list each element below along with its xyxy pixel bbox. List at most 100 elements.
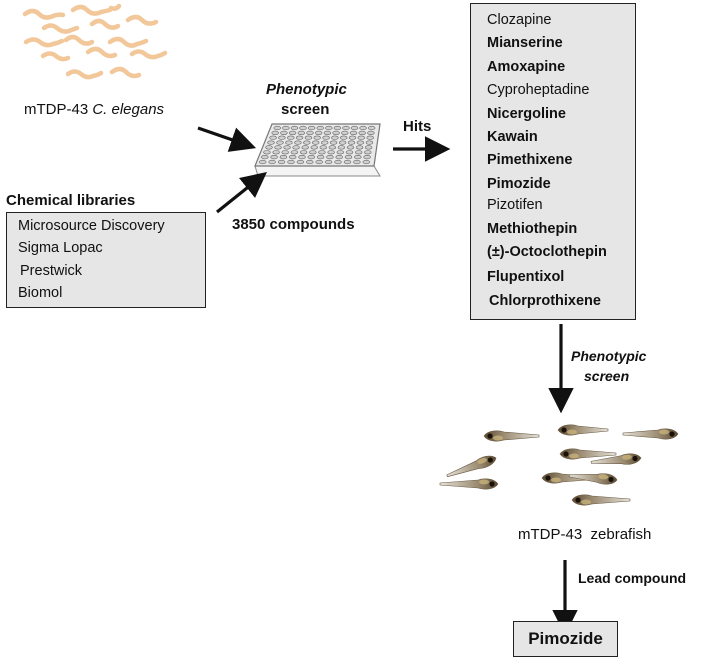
- plate-well: [341, 130, 349, 135]
- plate-well: [312, 140, 320, 145]
- plate-well: [347, 140, 356, 145]
- plate-well: [290, 150, 299, 155]
- plate-well: [279, 155, 288, 160]
- plate-well: [297, 130, 305, 135]
- plate-well: [292, 145, 300, 150]
- hit-item: Pimethixene: [487, 152, 573, 168]
- plate-well: [342, 125, 350, 131]
- plate-well: [315, 130, 323, 135]
- plate-well: [295, 135, 304, 140]
- plate-well: [324, 159, 333, 165]
- library-item: Microsource Discovery: [18, 218, 165, 234]
- plate-well: [296, 159, 305, 165]
- plate-well: [356, 140, 365, 145]
- hit-item: Chlorprothixene: [489, 293, 601, 309]
- plate-well: [282, 125, 290, 131]
- zebrafish-larva: [559, 448, 617, 460]
- plate-well: [274, 145, 282, 150]
- plate-well: [348, 135, 357, 140]
- library-item: Prestwick: [20, 263, 83, 279]
- plate-well: [269, 135, 277, 140]
- plate-well: [288, 130, 297, 135]
- plate-well: [319, 145, 327, 150]
- plate-well: [298, 155, 306, 160]
- plate-well: [309, 150, 317, 155]
- plate-well: [368, 125, 376, 131]
- hit-item: Clozapine: [487, 12, 552, 28]
- plate-well: [290, 125, 299, 131]
- plate-well: [267, 140, 275, 145]
- arrow-worms-to-plate: [197, 126, 257, 152]
- library-item: Biomol: [18, 285, 63, 301]
- plate-well: [346, 145, 355, 150]
- zebrafish-larva: [590, 453, 642, 465]
- plate-well: [367, 130, 375, 135]
- plate-well: [328, 145, 337, 150]
- plate-well: [270, 155, 278, 160]
- plate-well: [331, 135, 339, 140]
- plate-well: [357, 135, 365, 140]
- zebrafish-larva: [541, 472, 601, 484]
- plate-well: [344, 155, 353, 160]
- hits-box: Clozapine Mianserine Amoxapine Cyprohept…: [470, 3, 636, 320]
- plate-well: [315, 159, 323, 165]
- plate-well: [340, 135, 348, 140]
- plate-well: [353, 159, 361, 165]
- plate-well: [362, 159, 370, 165]
- plate-well: [306, 159, 314, 165]
- plate-well: [301, 145, 309, 150]
- plate-well: [273, 125, 281, 131]
- zebrafish-label: mTDP-43 zebrafish: [518, 526, 652, 543]
- plate-well: [263, 150, 271, 155]
- plate-well: [350, 125, 359, 131]
- plate-well: [337, 145, 346, 150]
- plate-well: [338, 140, 347, 145]
- hit-item: Kawain: [487, 129, 538, 145]
- plate-well: [259, 159, 267, 165]
- well-plate-icon: [254, 123, 381, 177]
- hit-item: (±)-Octoclothepin: [487, 244, 607, 260]
- plate-well: [306, 130, 314, 135]
- result-box: Pimozide: [513, 621, 618, 657]
- plate-well: [345, 150, 354, 155]
- plate-well: [265, 145, 273, 150]
- screen2-line1: Phenotypic: [571, 348, 647, 364]
- hit-item: Amoxapine: [487, 59, 566, 75]
- plate-well: [280, 130, 288, 135]
- plate-well: [355, 145, 364, 150]
- compounds-label: 3850 compounds: [232, 216, 355, 233]
- plate-well: [272, 150, 280, 155]
- plate-well: [321, 140, 329, 145]
- zebrafish-larva: [568, 473, 618, 485]
- plate-well: [316, 155, 325, 160]
- plate-well: [334, 159, 342, 165]
- hit-item: Pimozide: [487, 176, 551, 192]
- worm-label: mTDP-43 C. elegans: [24, 101, 164, 118]
- plate-well: [287, 159, 295, 165]
- plate-well: [326, 155, 334, 160]
- plate-well: [281, 150, 289, 155]
- worm-icon: [22, 3, 168, 80]
- plate-well: [283, 145, 291, 150]
- plate-well: [335, 155, 343, 160]
- plate-well: [349, 130, 358, 135]
- zebrafish-larva: [483, 430, 540, 442]
- screen1-title: screen: [281, 101, 330, 118]
- plate-well: [323, 130, 332, 135]
- plate-well: [316, 125, 324, 131]
- lead-label: Lead compound: [578, 570, 687, 586]
- plate-well: [327, 150, 335, 155]
- plate-well: [304, 135, 313, 140]
- plate-well: [310, 145, 318, 150]
- plate-well: [325, 125, 333, 131]
- plate-well: [355, 150, 363, 155]
- plate-well: [322, 135, 330, 140]
- plate-well: [364, 145, 373, 150]
- zebrafish-larva: [557, 424, 609, 436]
- hit-item: Cyproheptadine: [487, 82, 590, 98]
- plate-well: [333, 125, 342, 131]
- plate-well: [318, 150, 326, 155]
- plate-well: [287, 135, 295, 140]
- zebrafish-larva: [571, 494, 631, 506]
- worm-label-species: C. elegans: [92, 101, 165, 118]
